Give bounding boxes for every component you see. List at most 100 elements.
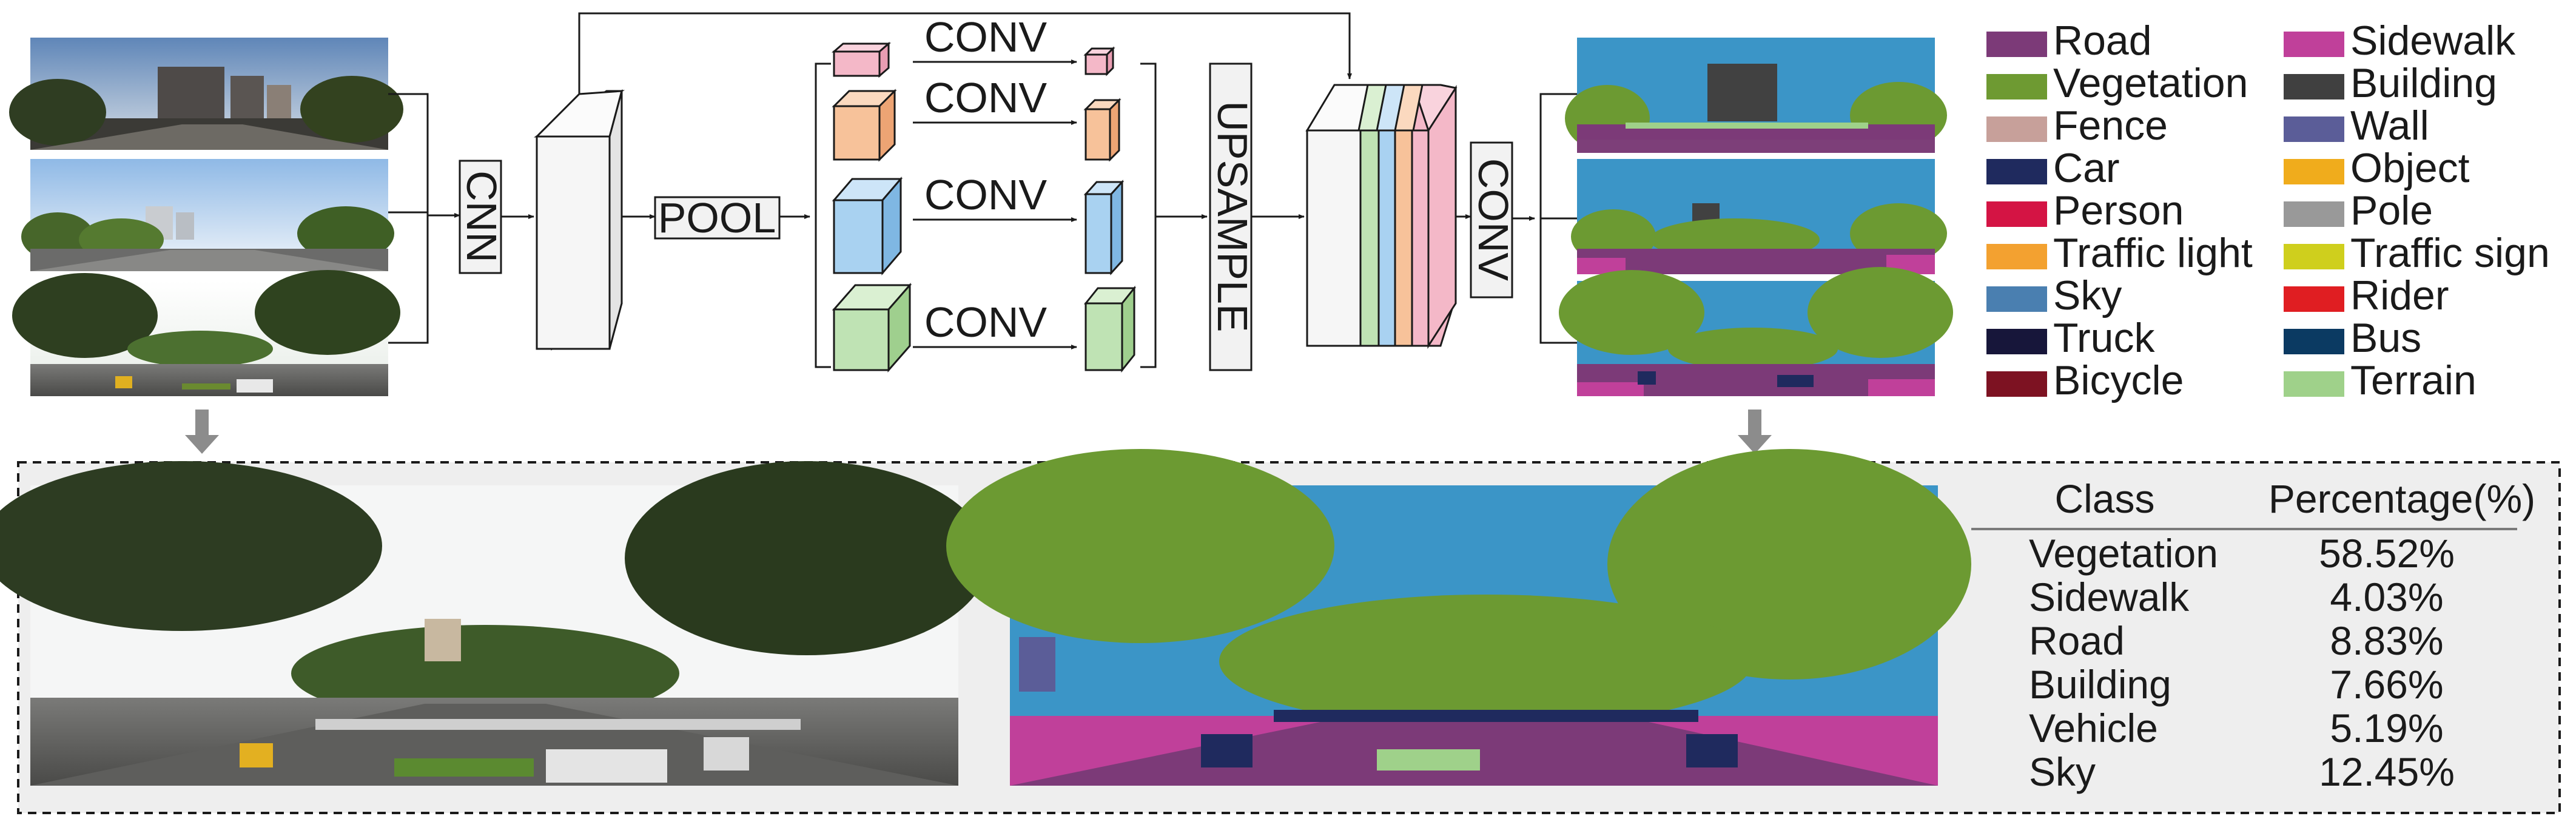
table-header-class: Class (2054, 476, 2154, 521)
legend-swatch (2284, 32, 2344, 57)
table-cell-class: Vehicle (2029, 706, 2158, 750)
table-header-percentage: Percentage(%) (2268, 476, 2535, 521)
conv-label-3: CONV (924, 171, 1048, 218)
conv-label-4: CONV (924, 298, 1048, 346)
legend-item-person: Person (1986, 187, 2184, 234)
output-segmentations (1559, 38, 1953, 396)
legend-label: Traffic sign (2350, 230, 2550, 276)
table-cell-percentage: 5.19% (2330, 706, 2443, 750)
legend-swatch (2284, 74, 2344, 99)
legend-swatch (2284, 159, 2344, 184)
legend-item-pole: Pole (2284, 187, 2433, 234)
branch-2 (832, 89, 1122, 162)
legend-item-car: Car (1986, 145, 2120, 191)
legend-item-bus: Bus (2284, 315, 2421, 361)
table-cell-class: Sidewalk (2029, 575, 2190, 619)
legend-item-traffic-light: Traffic light (1986, 230, 2253, 276)
cnn-label: CNN (458, 170, 505, 263)
legend-label: Sidewalk (2350, 18, 2516, 64)
table-cell-percentage: 12.45% (2319, 749, 2455, 794)
output-seg-2 (1571, 159, 1947, 274)
legend-swatch (1986, 329, 2047, 354)
input-connectors (388, 93, 460, 344)
legend-swatch (1986, 32, 2047, 57)
legend-item-wall: Wall (2284, 103, 2429, 149)
legend-item-truck: Truck (1986, 315, 2155, 361)
output-seg-3 (1559, 267, 1953, 396)
legend-swatch (1986, 201, 2047, 227)
legend-item-sidewalk: Sidewalk (2284, 18, 2516, 64)
legend-swatch (1986, 244, 2047, 269)
legend-swatch (2284, 329, 2344, 354)
legend-swatch (2284, 286, 2344, 312)
upsample-label: UPSAMPLE (1209, 101, 1256, 332)
legend-label: Person (2053, 187, 2184, 234)
conv-label-2: CONV (924, 74, 1048, 121)
table-row: Sidewalk 4.03% (2029, 575, 2444, 619)
pool-block: POOL (654, 194, 781, 241)
legend-label: Building (2350, 60, 2497, 106)
output-seg-1 (1565, 38, 1947, 153)
table-row: Vegetation 58.52% (2029, 531, 2455, 576)
concat-block (1305, 84, 1458, 349)
cnn-feature-map (533, 89, 625, 351)
legend-item-object: Object (2284, 145, 2470, 191)
output-connectors (1539, 93, 1577, 344)
legend-label: Road (2053, 18, 2152, 64)
legend-label: Fence (2053, 103, 2168, 149)
legend-swatch (2284, 201, 2344, 227)
branch-3 (832, 176, 1125, 276)
conv-label-1: CONV (924, 13, 1048, 61)
legend-label: Wall (2350, 103, 2429, 149)
legend-label: Vegetation (2053, 60, 2248, 106)
table-cell-percentage: 4.03% (2330, 575, 2443, 619)
legend-item-rider: Rider (2284, 272, 2449, 319)
upsample-block: UPSAMPLE (1209, 62, 1256, 371)
table-row: Building 7.66% (2029, 662, 2444, 707)
legend-item-bicycle: Bicycle (1986, 357, 2184, 403)
pool-label: POOL (658, 194, 776, 241)
final-conv-block: CONV (1470, 141, 1517, 298)
input-photo-1 (9, 38, 403, 150)
legend-swatch (1986, 74, 2047, 99)
legend-swatch (1986, 286, 2047, 312)
legend-label: Terrain (2350, 357, 2477, 403)
legend-swatch (2284, 116, 2344, 142)
table-row: Vehicle 5.19% (2029, 706, 2444, 750)
legend-item-road: Road (1986, 18, 2152, 64)
final-conv-label: CONV (1470, 158, 1517, 282)
legend-item-sky: Sky (1986, 272, 2122, 319)
large-street-photo (0, 461, 989, 786)
legend-label: Object (2350, 145, 2470, 191)
large-segmentation-map (946, 449, 1971, 786)
table-cell-class: Sky (2029, 749, 2096, 794)
table-row: Sky 12.45% (2029, 749, 2455, 794)
input-photos (9, 38, 403, 396)
cnn-block: CNN (458, 160, 505, 274)
table-cell-percentage: 7.66% (2330, 662, 2443, 707)
input-photo-2 (21, 159, 394, 271)
legend-swatch (1986, 116, 2047, 142)
legend-swatch (1986, 159, 2047, 184)
branch-1 (831, 41, 1115, 78)
branch-4 (832, 283, 1137, 373)
legend-label: Sky (2053, 272, 2122, 319)
down-arrows (185, 410, 1772, 454)
table-cell-class: Building (2029, 662, 2171, 707)
table-cell-percentage: 8.83% (2330, 618, 2443, 663)
legend-item-terrain: Terrain (2284, 357, 2477, 403)
legend-item-fence: Fence (1986, 103, 2168, 149)
table-cell-percentage: 58.52% (2319, 531, 2455, 576)
legend-label: Truck (2053, 315, 2155, 361)
legend-label: Traffic light (2053, 230, 2253, 276)
legend-swatch (2284, 371, 2344, 397)
legend-swatch (2284, 244, 2344, 269)
legend-item-vegetation: Vegetation (1986, 60, 2248, 106)
legend-label: Bus (2350, 315, 2421, 361)
table-cell-class: Vegetation (2029, 531, 2218, 576)
